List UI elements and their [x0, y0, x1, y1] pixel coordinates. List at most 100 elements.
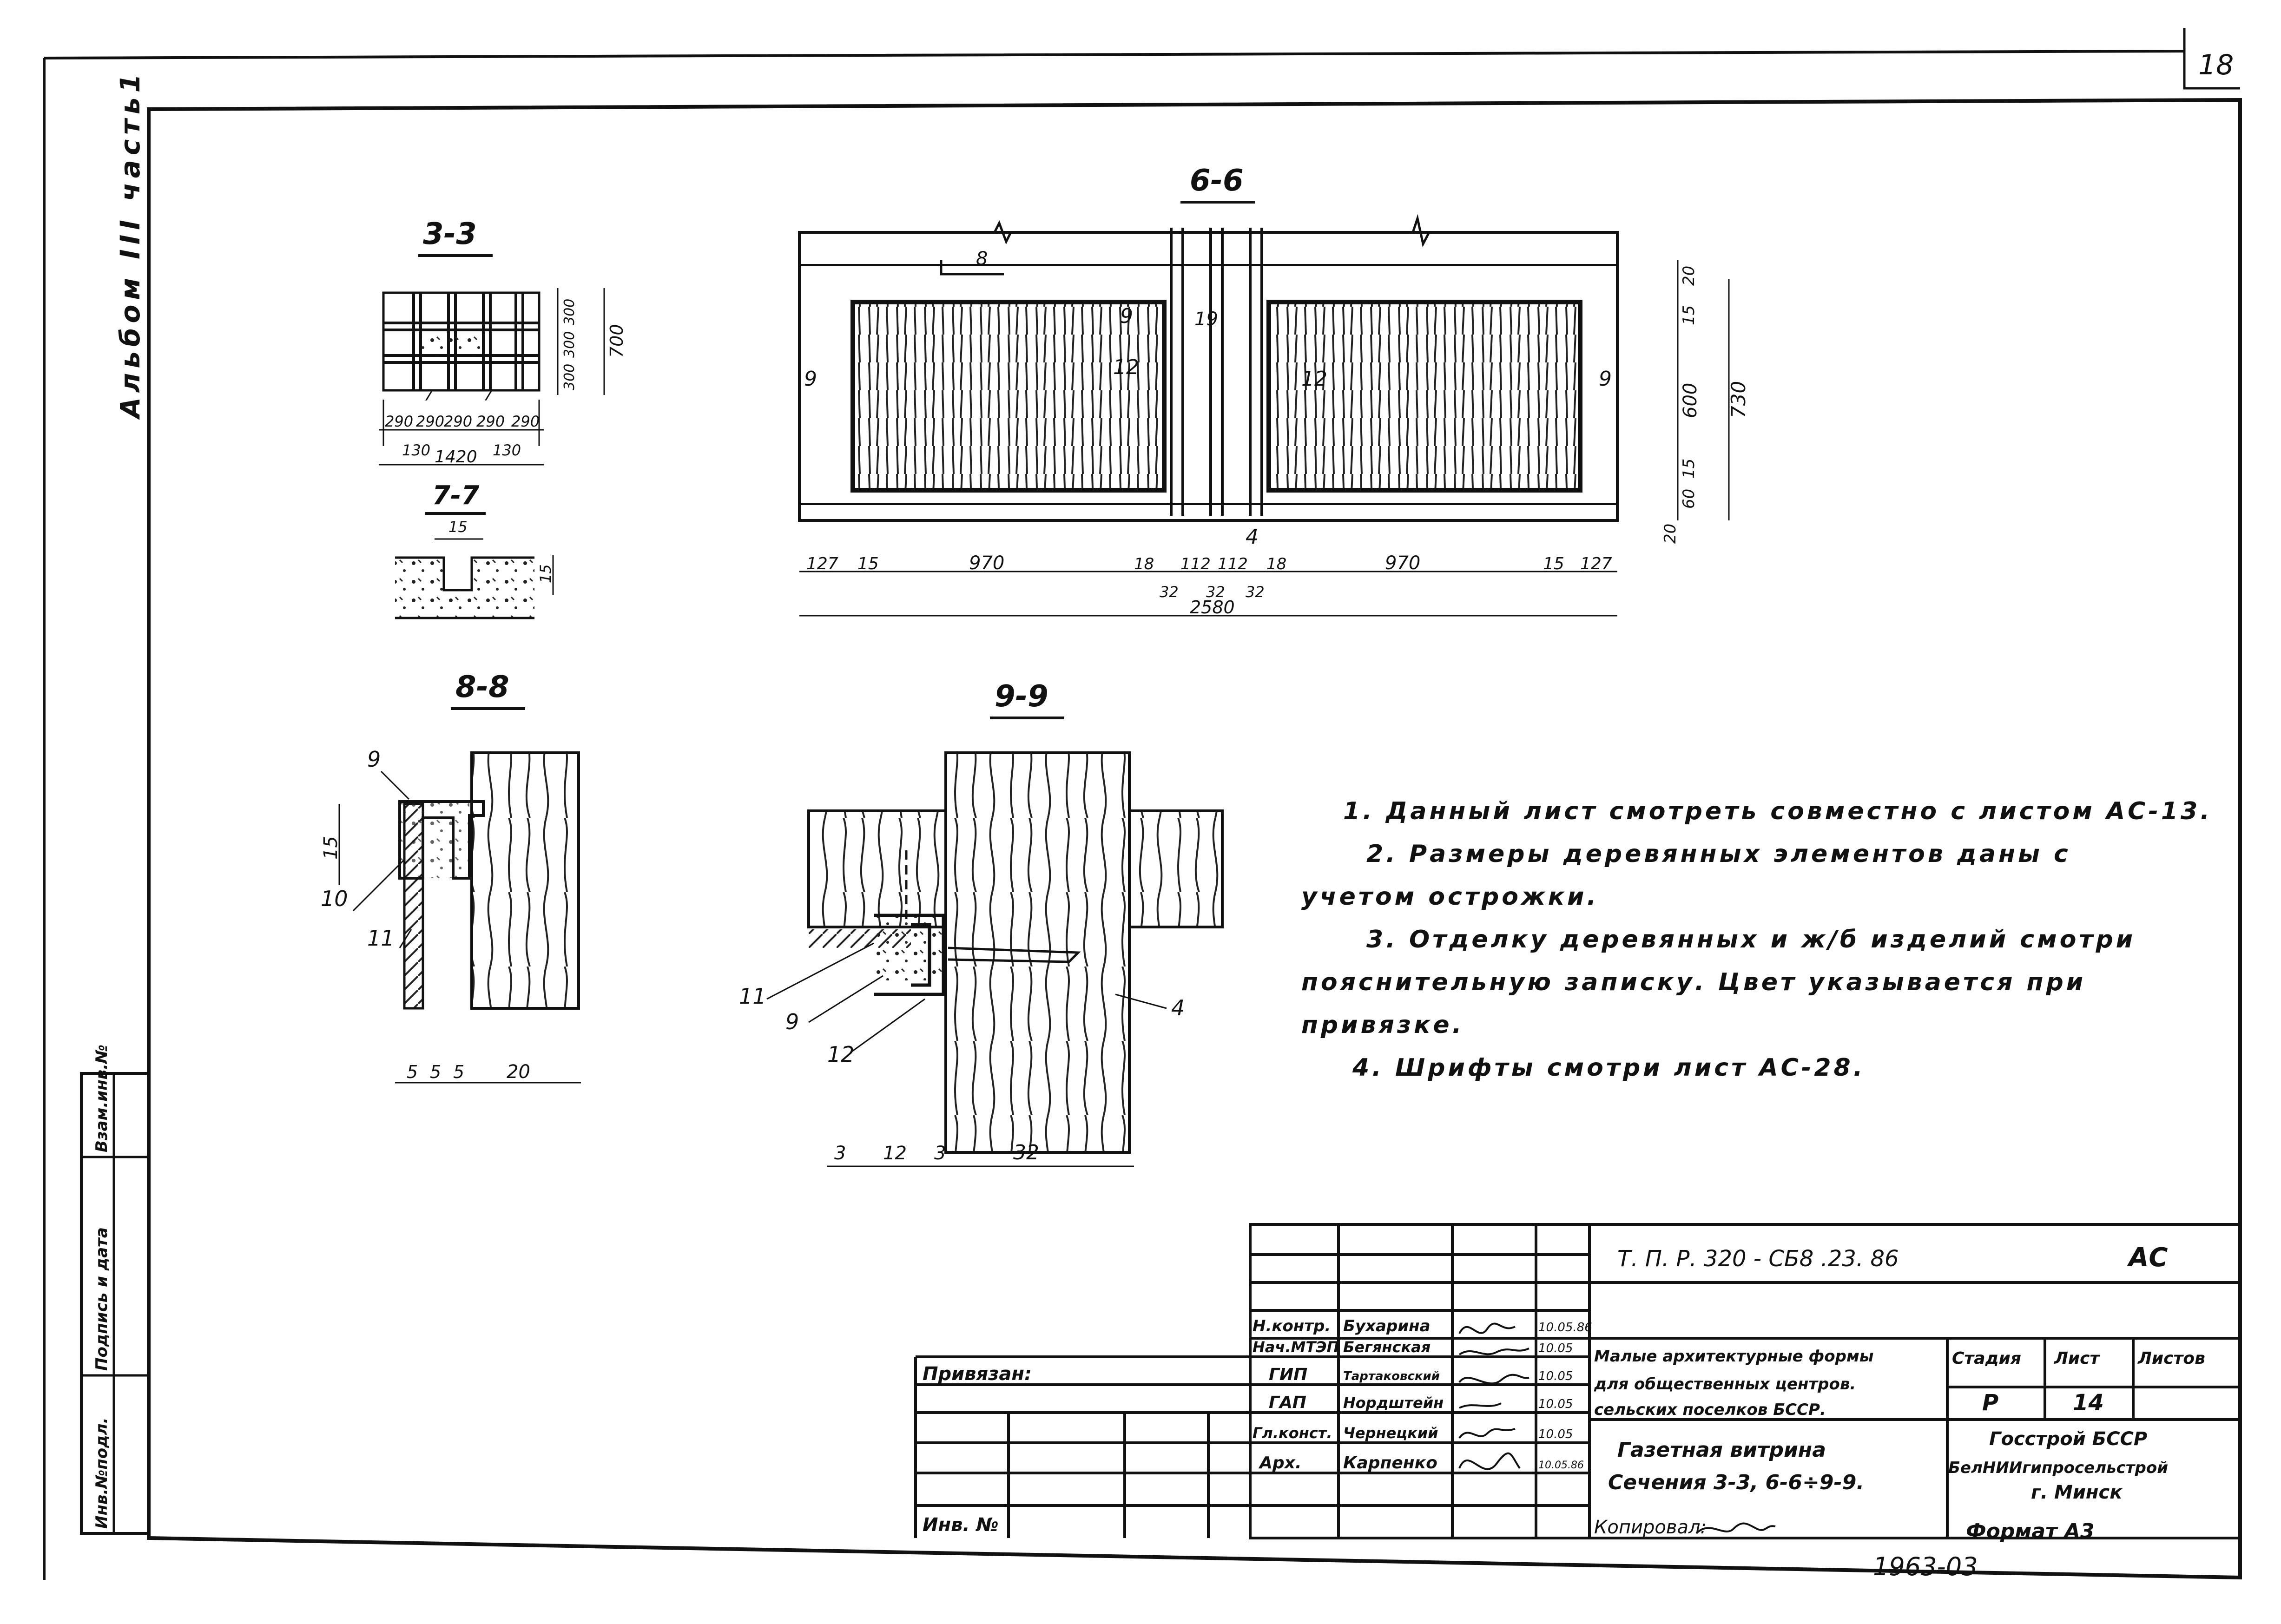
tb-title-1: Газетная витрина: [1617, 1438, 1826, 1462]
s33-dim-c: 290: [444, 413, 472, 430]
s99-label-9: 9: [785, 1009, 799, 1034]
tb-role-4: ГАП: [1269, 1393, 1306, 1412]
tb-project-2: для общественных центров.: [1594, 1375, 1856, 1394]
s33-sub-a: 130: [402, 441, 430, 459]
tb-name-1: Бухарина: [1343, 1317, 1431, 1335]
s99-label-4: 4: [1171, 995, 1185, 1020]
tb-project-3: сельских поселков БССР.: [1594, 1400, 1826, 1419]
signatures: [1458, 1322, 1776, 1534]
section-9-9-title: 9-9: [995, 679, 1048, 714]
s66-label-9-left: 9: [804, 367, 817, 391]
s99-dim-32: 32: [1013, 1141, 1039, 1164]
s99-dim-3a: 3: [834, 1143, 846, 1164]
tb-name-4: Нордштейн: [1343, 1394, 1444, 1412]
s66-dim-970a: 970: [969, 552, 1004, 574]
section-8-8: 8-8 9 10 11 15 5 5 5 20: [320, 670, 581, 1084]
title-block-frame: [914, 1223, 2241, 1539]
tb-role-5: Гл.конст.: [1253, 1424, 1332, 1442]
s88-left-dim: 15: [320, 836, 342, 860]
tb-role-2: Нач.МТЭП: [1253, 1338, 1339, 1356]
s66-right-600: 600: [1680, 383, 1701, 418]
s66-right-20a: 20: [1680, 266, 1698, 286]
section-3-3-title: 3-3: [423, 217, 477, 251]
s33-sub-b: 130: [493, 441, 521, 459]
s66-total: 2580: [1190, 597, 1235, 618]
s88-label-9: 9: [367, 747, 381, 772]
s33-dim-d: 290: [476, 413, 505, 430]
tb-sheets-header: Листов: [2137, 1349, 2205, 1368]
tb-date-5: 10.05: [1538, 1427, 1573, 1441]
s66-right-15a: 15: [1680, 305, 1698, 325]
s99-dim-12: 12: [883, 1143, 907, 1164]
s66-dim-15a: 15: [857, 554, 879, 573]
tb-name-5: Чернецкий: [1343, 1424, 1438, 1442]
tb-role-6: Арх.: [1258, 1453, 1302, 1473]
s99-dim-3b: 3: [934, 1143, 946, 1164]
s66-label-12-left: 12: [1113, 355, 1139, 379]
s88-label-10: 10: [321, 886, 348, 911]
s66-cut-8: 8: [976, 248, 988, 270]
s33-height: 700: [607, 324, 627, 358]
tb-privyazan: Привязан:: [923, 1363, 1032, 1385]
s99-label-11: 11: [739, 984, 766, 1009]
s66-sub-32b: 32: [1206, 583, 1225, 601]
s88-dim-20: 20: [507, 1061, 530, 1083]
s66-label-12-right: 12: [1301, 367, 1327, 391]
tb-date-1: 10.05.86: [1538, 1321, 1592, 1335]
tb-role-1: Н.контр.: [1253, 1317, 1331, 1335]
s77-right: 15: [537, 564, 554, 583]
s66-dim-15b: 15: [1543, 554, 1564, 573]
s66-dim-970b: 970: [1385, 552, 1420, 574]
note-2: 2. Размеры деревянных элементов даны с: [1366, 840, 2071, 868]
tb-format: Формат А3: [1966, 1519, 2095, 1543]
tb-name-2: Бегянская: [1343, 1338, 1431, 1356]
s33-right-b: 300: [561, 331, 578, 358]
section-3-3: 3-3 7 7 290 290 290 290 290 130 130 1420…: [379, 217, 627, 467]
tb-archive-no: 1963-03: [1873, 1552, 1978, 1581]
s66-dim-127a: 127: [806, 554, 838, 573]
s66-right-60: 60: [1680, 489, 1698, 509]
s99-label-12: 12: [827, 1042, 855, 1067]
tb-stage: Р: [1982, 1390, 1998, 1416]
section-8-8-title: 8-8: [455, 670, 509, 704]
left-stamp: [80, 1072, 150, 1535]
s66-dim-18a: 18: [1134, 555, 1154, 573]
tb-org-3: г. Минск: [2031, 1482, 2123, 1503]
s77-top: 15: [448, 518, 468, 536]
tb-date-2: 10.05: [1538, 1341, 1573, 1355]
s66-right-20b: 20: [1661, 524, 1680, 544]
tb-org-2: БелНИИгипросельстрой: [1948, 1459, 2168, 1477]
s66-right-total: 730: [1727, 381, 1750, 418]
tb-title-2: Сечения 3-3, 6-6÷9-9.: [1608, 1471, 1864, 1494]
note-3: 3. Отделку деревянных и ж/б изделий смот…: [1366, 926, 2136, 953]
s88-dim-5a: 5: [407, 1062, 418, 1082]
tb-sheet-header: Лист: [2054, 1349, 2100, 1368]
section-7-7-title: 7-7: [432, 480, 479, 511]
s88-dim-5c: 5: [453, 1062, 464, 1082]
s33-dim-b: 290: [416, 413, 444, 430]
sheet-frame: [43, 28, 2242, 1580]
tb-inv: Инв. №: [923, 1514, 999, 1536]
s66-dim-18b: 18: [1266, 555, 1286, 573]
section-6-6: 6-6 8 9 9 12 12 19 4 9 127 15 970 18 112…: [798, 164, 1750, 618]
stamp-inv-podl: Инв.№подл.: [92, 1418, 111, 1529]
s66-sub-32a: 32: [1160, 583, 1179, 601]
stamp-vzam-inv: Взам.инв.№: [92, 1045, 111, 1152]
s66-label-9-right: 9: [1599, 367, 1612, 391]
section-6-6-title: 6-6: [1190, 164, 1244, 198]
tb-name-3: Тартаковский: [1343, 1369, 1440, 1383]
tb-date-4: 10.05: [1538, 1397, 1573, 1411]
note-4: 4. Шрифты смотри лист АС-28.: [1352, 1054, 1866, 1082]
note-3-end: привязке.: [1301, 1011, 1464, 1039]
s33-dim-e: 290: [511, 413, 540, 430]
section-9-9: 9-9 11 9 12 4 3 12 3 32: [739, 679, 1224, 1167]
s66-dim-112a: 112: [1180, 555, 1211, 573]
cut-mark-7a: 7: [424, 387, 434, 404]
s66-sub-32c: 32: [1246, 583, 1265, 601]
tb-mark: АС: [2127, 1243, 2168, 1273]
stamp-signature-date: Подпись и дата: [92, 1227, 111, 1371]
tb-org-1: Госстрой БССР: [1989, 1428, 2147, 1450]
tb-name-6: Карпенко: [1343, 1453, 1437, 1473]
tb-sheet: 14: [2073, 1390, 2104, 1416]
